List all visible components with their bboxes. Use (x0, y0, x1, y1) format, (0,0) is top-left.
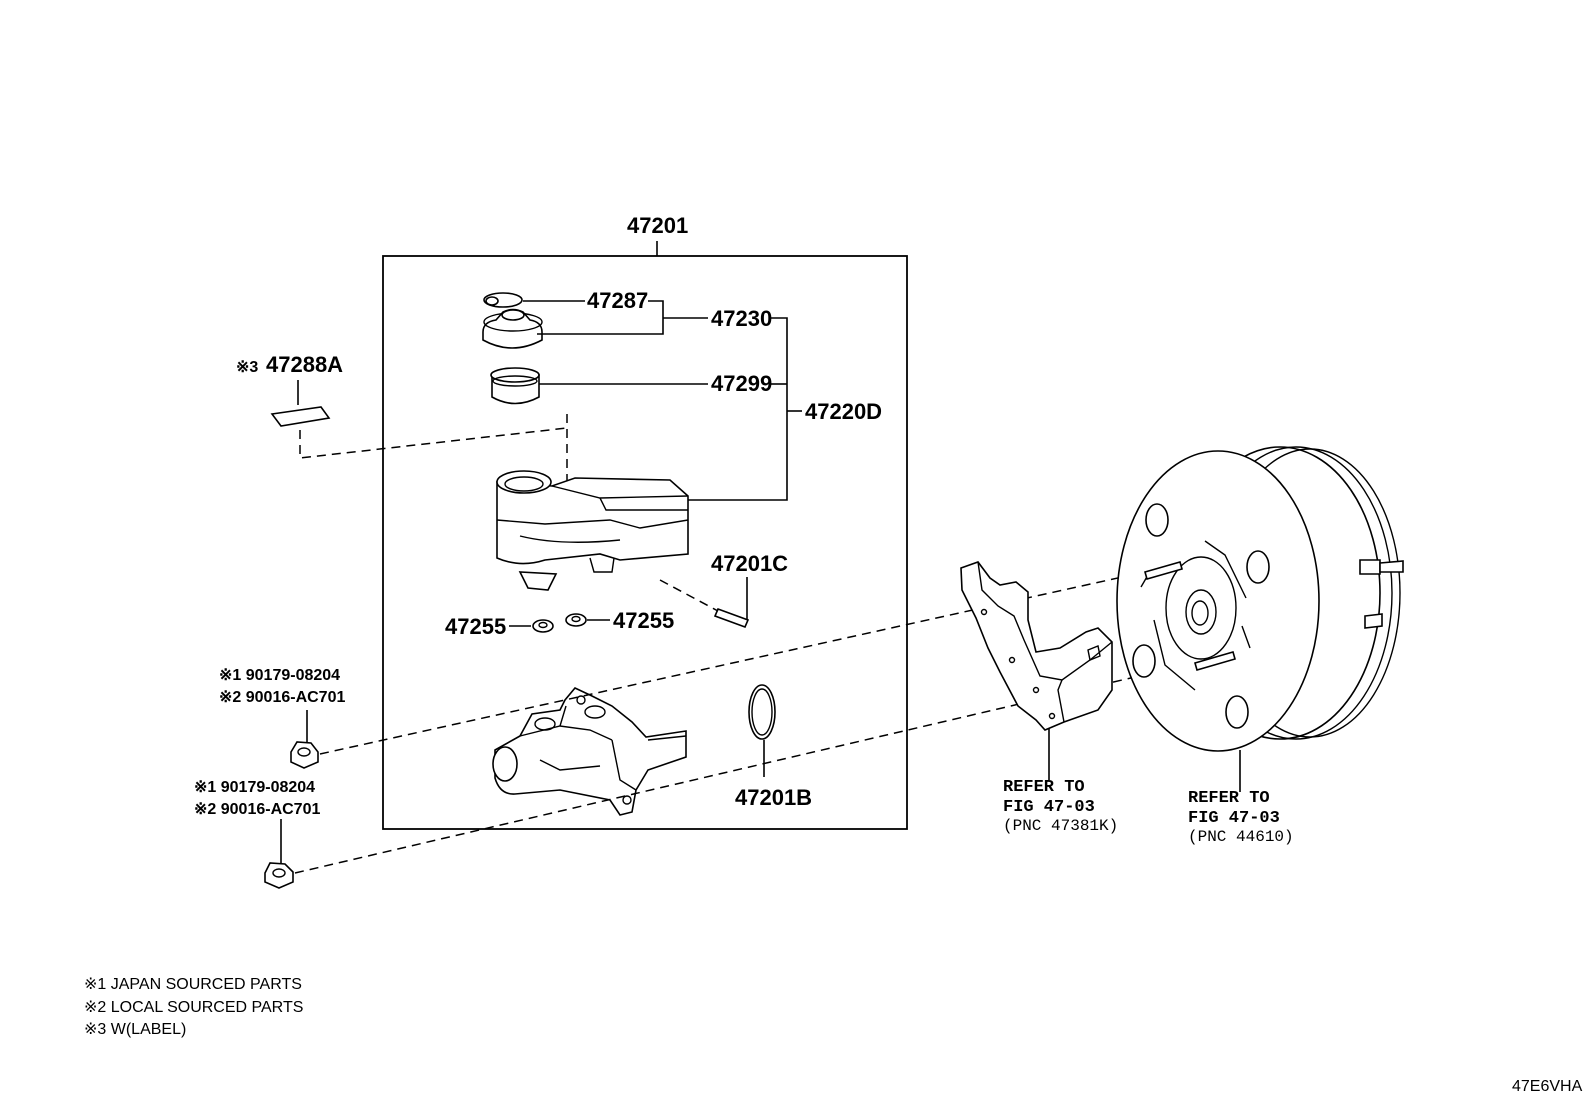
assembly-number-label[interactable]: 47201 (627, 213, 688, 238)
note-japan-sourced: ※1 JAPAN SOURCED PARTS (84, 976, 302, 993)
label-47255-left[interactable]: 47255 (445, 614, 506, 639)
nut-upper-line2[interactable]: ※2 90016-AC701 (219, 689, 345, 706)
refer-booster-line2[interactable]: FIG 47-03 (1188, 809, 1280, 828)
nut-upper-line1[interactable]: ※1 90179-08204 (219, 667, 340, 684)
strainer-47299[interactable] (490, 367, 540, 405)
master-cylinder-47201[interactable] (492, 687, 687, 816)
grommet-47255-left[interactable] (532, 619, 554, 633)
label-47288A-mark: ※3 (236, 359, 258, 376)
label-47220D[interactable]: 47220D (805, 399, 882, 424)
nut-upper[interactable] (290, 741, 319, 769)
refer-bracket-line1[interactable]: REFER TO (1003, 778, 1085, 797)
o-ring-47201B[interactable] (748, 684, 776, 740)
note-label: ※3 W(LABEL) (84, 1021, 186, 1038)
refer-bracket-line3[interactable]: (PNC 47381K) (1003, 817, 1118, 835)
figure-code: 47E6VHA (1512, 1078, 1583, 1095)
label-47230[interactable]: 47230 (711, 306, 772, 331)
cap-filter-47287[interactable] (483, 292, 523, 308)
label-47299[interactable]: 47299 (711, 371, 772, 396)
nut-lower-line1[interactable]: ※1 90179-08204 (194, 779, 315, 796)
reservoir-cap-47230[interactable] (482, 308, 543, 349)
pin-47201C[interactable] (713, 607, 750, 629)
refer-booster-line3[interactable]: (PNC 44610) (1188, 828, 1294, 846)
note-local-sourced: ※2 LOCAL SOURCED PARTS (84, 999, 303, 1016)
label-47255-right[interactable]: 47255 (613, 608, 674, 633)
nut-lower-line2[interactable]: ※2 90016-AC701 (194, 801, 320, 818)
assembly-frame (382, 255, 908, 830)
reservoir-47220D[interactable] (496, 470, 689, 591)
brake-booster-44610[interactable] (1116, 446, 1404, 752)
nut-lower[interactable] (264, 862, 294, 889)
refer-booster-line1[interactable]: REFER TO (1188, 789, 1270, 808)
label-47287[interactable]: 47287 (587, 288, 648, 313)
label-sticker-47288A[interactable] (270, 406, 331, 427)
label-47201B[interactable]: 47201B (735, 785, 812, 810)
grommet-47255-right[interactable] (565, 613, 587, 627)
label-47201C[interactable]: 47201C (711, 551, 788, 576)
bracket-47381K[interactable] (960, 561, 1113, 731)
refer-bracket-line2[interactable]: FIG 47-03 (1003, 798, 1095, 817)
label-47288A[interactable]: 47288A (266, 352, 343, 377)
